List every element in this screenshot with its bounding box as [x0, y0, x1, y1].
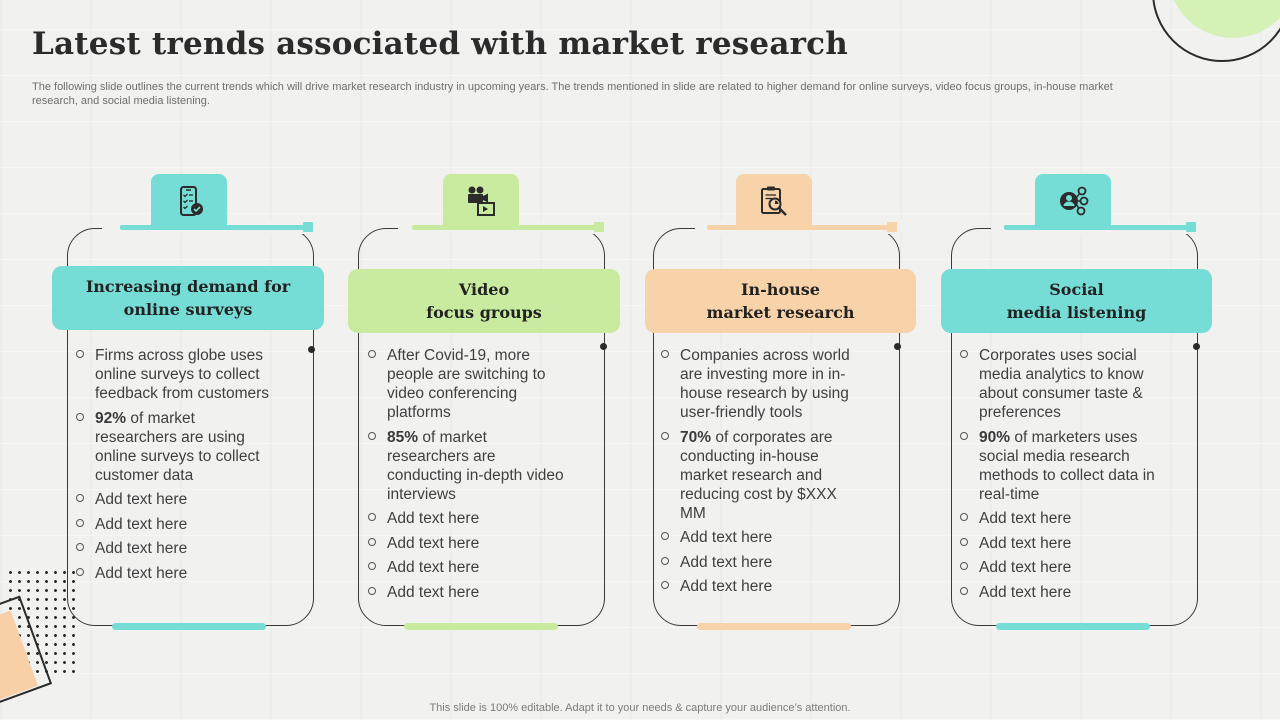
list-item: Add text here — [661, 577, 861, 596]
card-bottom-bar — [996, 623, 1150, 630]
card-header-line2: focus groups — [426, 303, 542, 322]
card-header-line1: Video — [458, 280, 510, 299]
card-bottom-bar — [697, 623, 851, 630]
list-item: Add text here — [960, 509, 1160, 528]
card-header: Increasing demand for online surveys — [52, 266, 324, 330]
list-item: Add text here — [368, 558, 568, 577]
card-header-line1: In-house — [741, 280, 820, 299]
card-bullet-list: Corporates uses social media analytics t… — [960, 346, 1160, 607]
bullet-icon — [661, 532, 669, 540]
card-bottom-bar — [112, 623, 266, 630]
video-camera-icon — [468, 186, 495, 216]
bullet-icon — [368, 586, 376, 595]
card-header-line2: media listening — [1006, 303, 1147, 322]
list-item: 92% of market researchers are using onli… — [76, 409, 276, 485]
card-icon-tab — [1035, 174, 1111, 228]
bullet-icon — [368, 562, 376, 570]
decorative-circle-outline — [1152, 0, 1280, 62]
list-item: Add text here — [368, 509, 568, 528]
list-item: After Covid-19, more people are switchin… — [368, 346, 568, 422]
bullet-icon — [960, 586, 968, 595]
trend-card-in-house-research: In-house market research Companies acros… — [645, 174, 917, 634]
footer-note: This slide is 100% editable. Adapt it to… — [429, 702, 851, 714]
card-icon-tab — [443, 174, 519, 228]
list-item: 90% of marketers uses social media resea… — [960, 428, 1160, 504]
bullet-icon — [368, 431, 376, 440]
bullet-icon — [960, 562, 968, 570]
frame-dot — [600, 343, 607, 350]
list-item: Add text here — [368, 583, 568, 602]
bullet-icon — [960, 350, 968, 358]
frame-dot — [894, 343, 901, 350]
card-bullet-list: Firms across globe uses online surveys t… — [76, 346, 276, 588]
list-item: Add text here — [76, 515, 276, 534]
social-network-icon — [1060, 186, 1089, 216]
bullet-icon — [368, 350, 376, 358]
list-item: Add text here — [661, 528, 861, 547]
trend-card-video-focus-groups: Video focus groups After Covid-19, more … — [348, 174, 620, 634]
list-item: Firms across globe uses online surveys t… — [76, 346, 276, 403]
card-icon-tab — [151, 174, 227, 228]
card-header-line1: Increasing demand for — [85, 277, 291, 296]
card-icon-tab — [736, 174, 812, 228]
card-end-marker — [303, 222, 313, 232]
card-header-line1: Social — [1049, 280, 1104, 299]
frame-dot — [308, 346, 315, 353]
bullet-icon — [76, 543, 84, 551]
list-item: Add text here — [960, 534, 1160, 553]
bullet-icon — [661, 556, 669, 565]
card-header: Social media listening — [941, 269, 1212, 333]
card-header-line2: online surveys — [123, 300, 253, 319]
bullet-icon — [76, 350, 84, 358]
bullet-icon — [368, 537, 376, 546]
list-item: Corporates uses social media analytics t… — [960, 346, 1160, 422]
card-bottom-bar — [404, 623, 558, 630]
list-item: Add text here — [960, 558, 1160, 577]
card-end-marker — [594, 222, 604, 232]
trend-card-social-media-listening: Social media listening Corporates uses s… — [941, 174, 1213, 634]
bullet-icon — [960, 537, 968, 546]
bullet-icon — [960, 513, 968, 521]
bullet-icon — [661, 431, 669, 440]
frame-dot — [1193, 343, 1200, 350]
card-bullet-list: After Covid-19, more people are switchin… — [368, 346, 568, 607]
bullet-icon — [661, 581, 669, 589]
card-header-line2: market research — [706, 303, 855, 322]
list-item: Add text here — [76, 564, 276, 583]
card-bullet-list: Companies across world are investing mor… — [661, 346, 861, 602]
bullet-icon — [76, 567, 84, 576]
card-header: In-house market research — [645, 269, 916, 333]
trend-card-online-surveys: Increasing demand for online surveys Fir… — [52, 174, 324, 634]
list-item: Add text here — [661, 553, 861, 572]
bullet-icon — [76, 494, 84, 502]
list-item: Companies across world are investing mor… — [661, 346, 861, 422]
page-subtitle: The following slide outlines the current… — [32, 81, 1113, 107]
bullet-icon — [76, 412, 84, 421]
page-title: Latest trends associated with market res… — [32, 26, 848, 62]
bullet-icon — [76, 518, 84, 527]
bullet-icon — [368, 513, 376, 521]
bullet-icon — [661, 350, 669, 358]
list-item: Add text here — [76, 539, 276, 558]
list-item: Add text here — [368, 534, 568, 553]
mobile-checklist-icon — [180, 186, 203, 216]
list-item: 70% of corporates are conducting in-hous… — [661, 428, 861, 523]
list-item: Add text here — [960, 583, 1160, 602]
research-clipboard-icon — [761, 186, 787, 216]
card-header: Video focus groups — [348, 269, 620, 333]
list-item: 85% of market researchers are conducting… — [368, 428, 568, 504]
bullet-icon — [960, 431, 968, 440]
card-end-marker — [1186, 222, 1196, 232]
list-item: Add text here — [76, 490, 276, 509]
card-end-marker — [887, 222, 897, 232]
